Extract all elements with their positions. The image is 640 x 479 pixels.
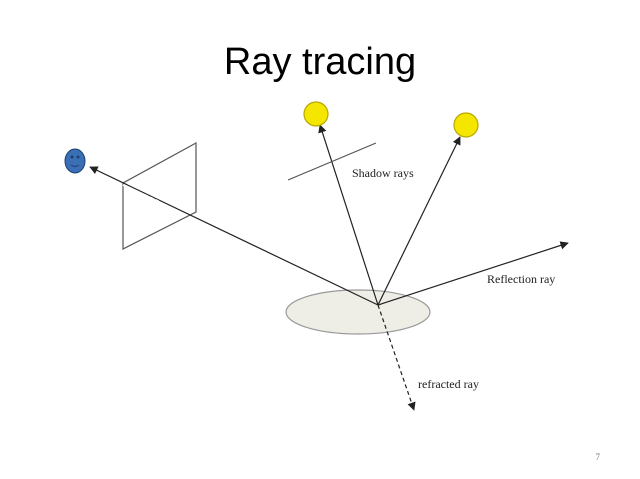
page-number: 7	[595, 452, 601, 462]
image-plane	[122, 141, 197, 250]
reflection-ray	[377, 241, 569, 306]
occluder	[287, 142, 377, 181]
reflection-ray-label: Reflection ray	[487, 272, 555, 286]
shadow-ray-right	[377, 136, 461, 306]
eye-icon	[64, 148, 86, 174]
refracted-ray	[377, 304, 416, 411]
primary-ray	[89, 166, 379, 306]
refracted-ray-label: refracted ray	[418, 377, 479, 391]
shadow-ray-left	[318, 124, 379, 306]
light-left-icon	[303, 101, 329, 127]
slide-title: Ray tracing	[223, 41, 417, 83]
surface-ellipse	[285, 289, 431, 335]
shadow-rays-label: Shadow rays	[352, 166, 414, 180]
light-right-icon	[453, 112, 479, 138]
primary-ray-hidden-segment	[122, 184, 161, 203]
